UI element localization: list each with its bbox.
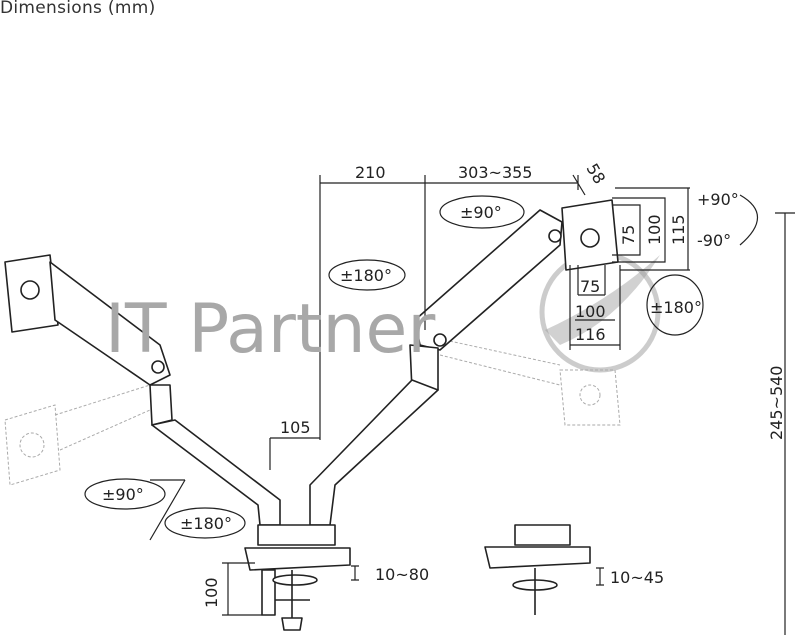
grommet-range-label: 10~45	[610, 568, 664, 587]
diagram-title: Dimensions (mm)	[0, 0, 156, 18]
swivel-elbow-label: ±180°	[340, 266, 392, 285]
vesa-horizontal-label: 75	[580, 277, 600, 296]
desk-clamp-range-label: 10~80	[375, 565, 429, 584]
watermark: IT Partner	[105, 290, 435, 369]
height-range-label: 245~540	[767, 366, 786, 440]
pole-spacing-label: 105	[280, 418, 311, 437]
swivel-head-label: ±90°	[460, 203, 502, 222]
clamp-height-label: 100	[202, 577, 221, 608]
arm-offset-label: 210	[355, 163, 386, 182]
dimension-labels: 210 303~355 58 245~540 105 100 10~80 10~…	[202, 160, 786, 608]
ghost-left-monitor	[4, 384, 151, 486]
vesa-horizontal-label: 100	[575, 302, 606, 321]
right-arm	[309, 199, 619, 526]
rotate-head-label: ±180°	[650, 298, 702, 317]
tilt-down-label: -90°	[697, 231, 731, 250]
vesa-horizontal-label: 116	[575, 325, 606, 344]
vesa-vertical-label: 115	[669, 214, 688, 245]
vesa-vertical-label: 100	[645, 214, 664, 245]
rotation-labels: +90° -90° ±90° ±180° ±180° ±90° ±180°	[102, 190, 739, 533]
desk-clamp	[244, 524, 351, 631]
rotation-arrows	[84, 194, 758, 539]
swivel-base-label: ±180°	[180, 514, 232, 533]
arm-reach-label: 303~355	[458, 163, 532, 182]
swivel-left-label: ±90°	[102, 485, 144, 504]
ghost-right-monitor	[439, 339, 621, 426]
grommet-mount	[484, 524, 591, 615]
dimension-lines	[149, 174, 795, 635]
tilt-up-label: +90°	[697, 190, 739, 209]
left-arm	[4, 254, 281, 526]
plate-depth-label: 58	[583, 160, 610, 187]
vesa-vertical-label: 75	[619, 225, 638, 245]
